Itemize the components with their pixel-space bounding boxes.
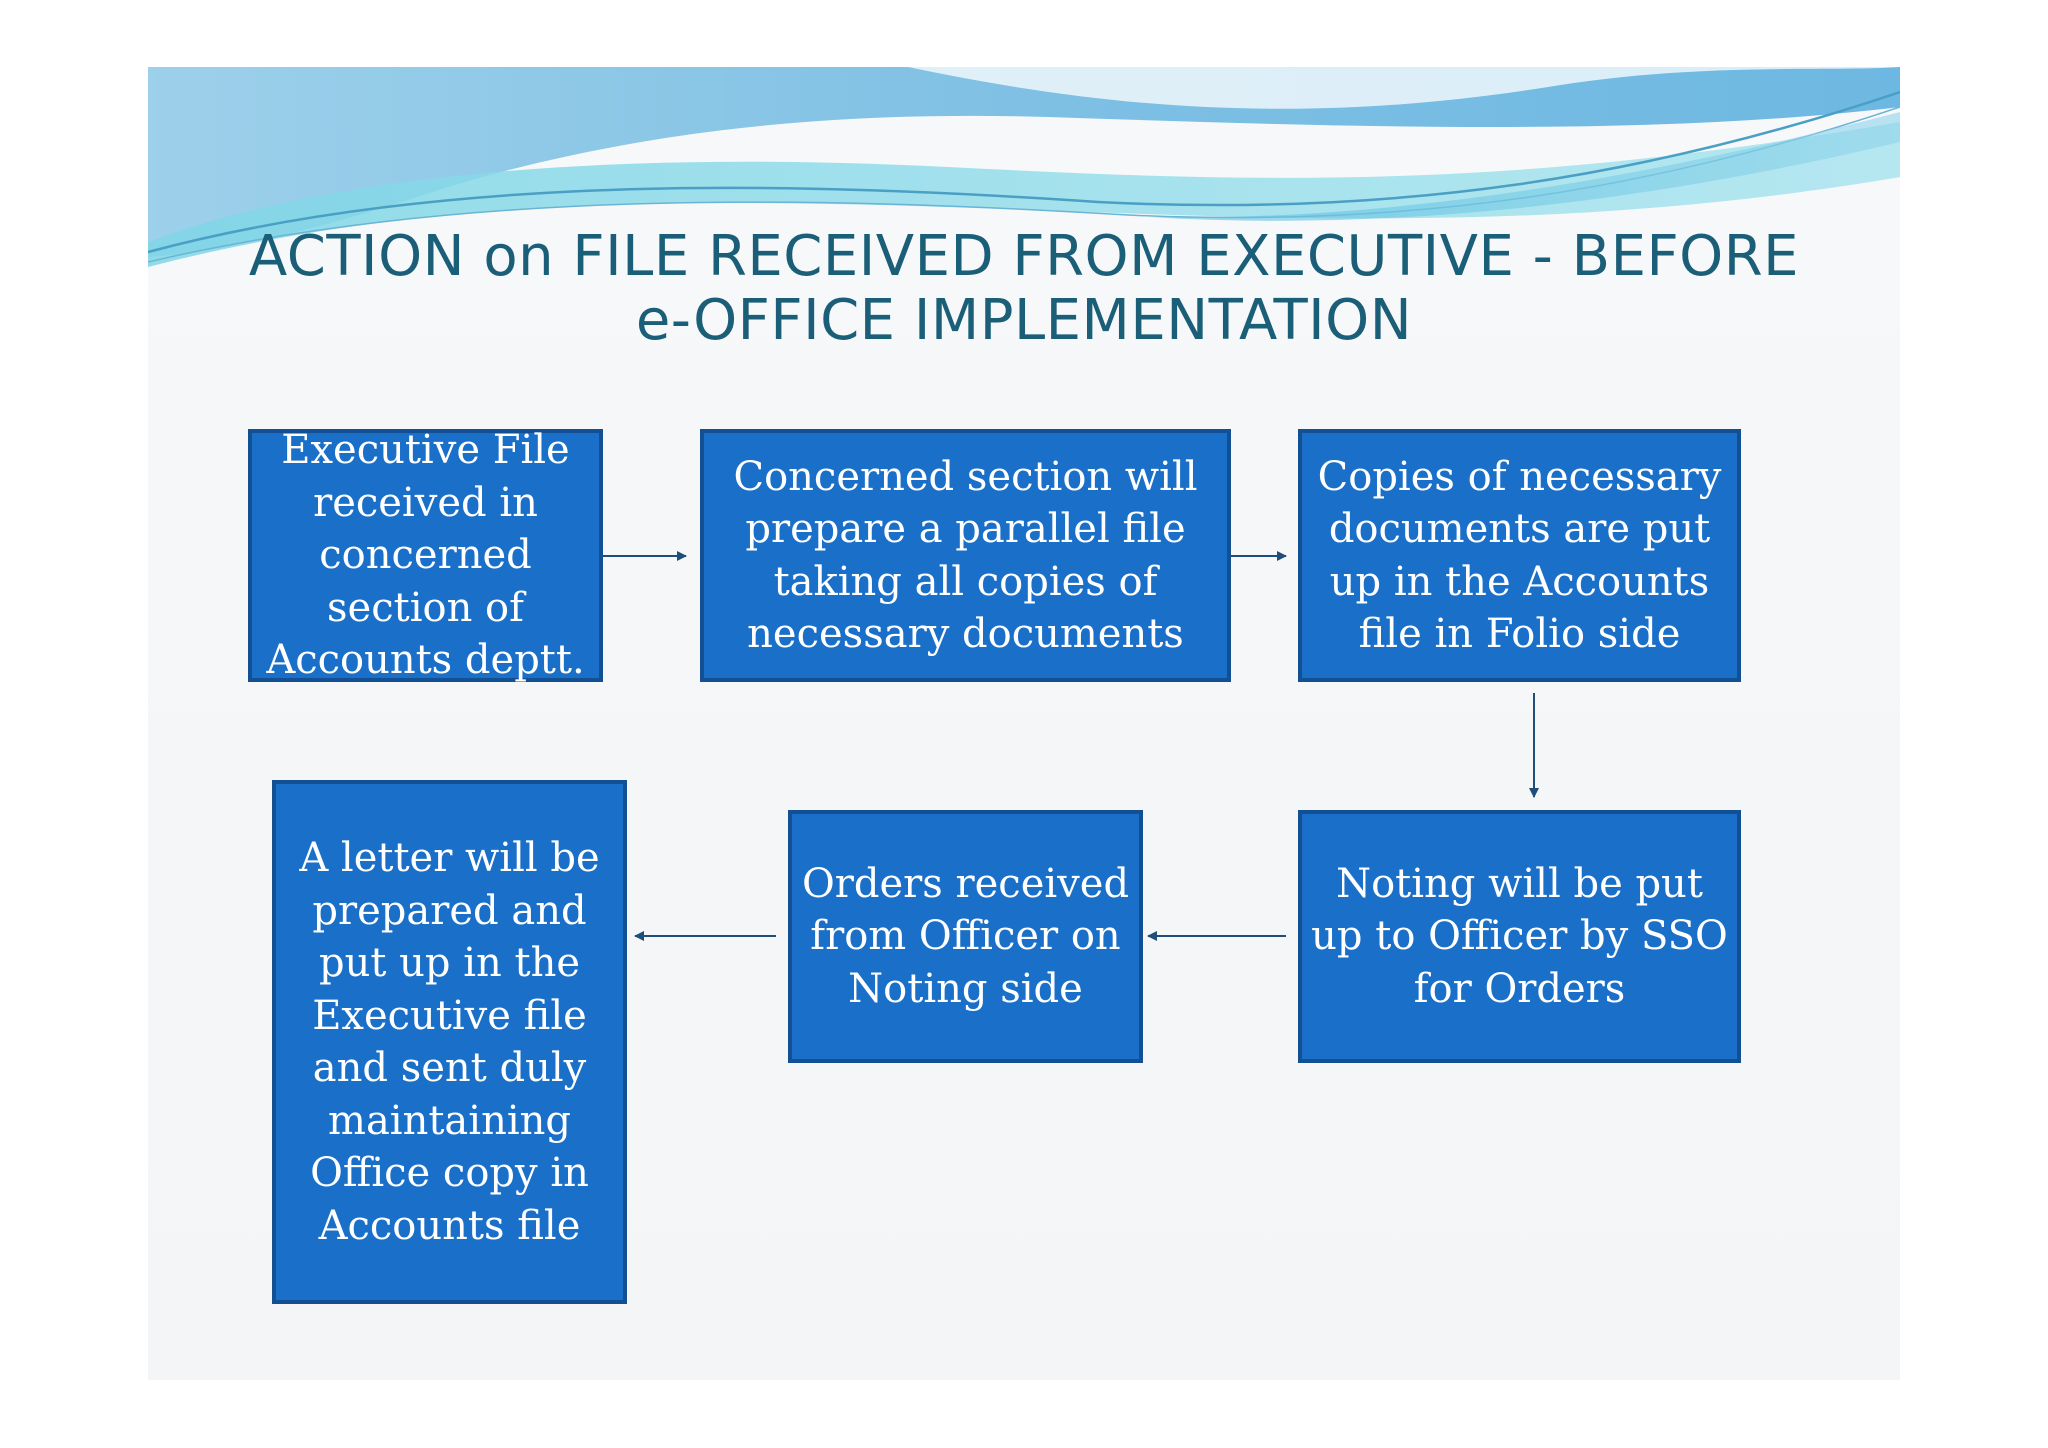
step-box-copies-put-up: Copies of necessary documents are put up…	[1298, 429, 1741, 682]
step-text: Copies of necessary documents are put up…	[1317, 453, 1722, 658]
header-wave-decoration	[148, 67, 1900, 267]
step-text: Concerned section will prepare a paralle…	[733, 453, 1198, 658]
step-text: A letter will be prepared and put up in …	[299, 835, 600, 1249]
step-text: Executive File received in concerned sec…	[266, 427, 585, 684]
step-text: Noting will be put up to Officer by SSO …	[1311, 860, 1728, 1012]
slide: ACTION on FILE RECEIVED FROM EXECUTIVE -…	[148, 67, 1900, 1380]
slide-title: ACTION on FILE RECEIVED FROM EXECUTIVE -…	[148, 225, 1900, 353]
title-line-2: e-OFFICE IMPLEMENTATION	[635, 288, 1413, 353]
step-text: Orders received from Officer on Noting s…	[801, 860, 1130, 1012]
step-box-orders-received: Orders received from Officer on Noting s…	[788, 810, 1143, 1063]
title-line-1: ACTION on FILE RECEIVED FROM EXECUTIVE -…	[248, 224, 1800, 289]
step-box-executive-file-received: Executive File received in concerned sec…	[248, 427, 603, 683]
step-box-prepare-parallel-file: Concerned section will prepare a paralle…	[700, 429, 1231, 682]
step-box-noting-to-officer: Noting will be put up to Officer by SSO …	[1298, 810, 1741, 1063]
step-box-letter-prepared: A letter will be prepared and put up in …	[272, 780, 627, 1304]
